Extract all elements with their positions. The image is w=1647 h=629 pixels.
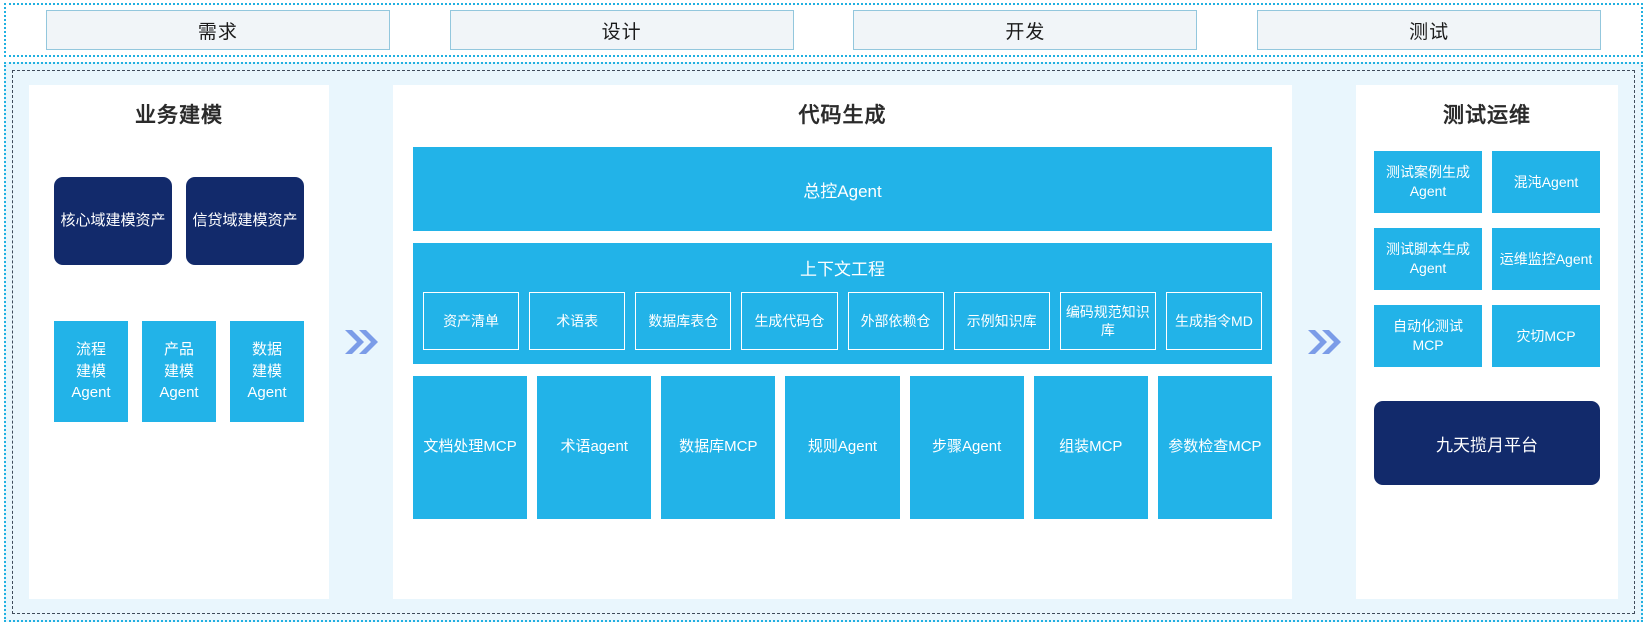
tool-card-step-agent[interactable]: 步骤Agent: [909, 376, 1024, 519]
context-box-asset-inventory[interactable]: 资产清单: [423, 292, 520, 350]
context-engineering-block: 上下文工程 资产清单 术语表 数据库表仓 生成代码仓 外部依赖仓 示例知识库 编…: [413, 243, 1272, 364]
phase-box-development[interactable]: 开发: [853, 10, 1198, 50]
context-box-external-dependency-repo[interactable]: 外部依赖仓: [847, 292, 944, 350]
panel-code-generation: 代码生成 总控Agent 上下文工程 资产清单 术语表 数据库表仓 生成代码仓 …: [393, 85, 1292, 599]
panel-test-operations: 测试运维 测试案例生成Agent 混沌Agent 测试脚本生成Agent 运维监…: [1356, 85, 1618, 599]
context-engineering-title: 上下文工程: [800, 260, 885, 279]
context-box-db-table-repo[interactable]: 数据库表仓: [635, 292, 732, 350]
tool-card-document-processing-mcp[interactable]: 文档处理MCP: [413, 376, 528, 519]
phase-box-requirements[interactable]: 需求: [45, 10, 390, 50]
card-automated-test-mcp[interactable]: 自动化测试MCP: [1374, 305, 1482, 367]
context-box-glossary[interactable]: 术语表: [529, 292, 626, 350]
panel-title-code-generation: 代码生成: [798, 104, 887, 127]
double-chevron-right-icon: [345, 330, 378, 354]
arrow-connector-left: [329, 85, 393, 599]
tool-card-database-mcp[interactable]: 数据库MCP: [661, 376, 776, 519]
platform-card-jiutian-lanyue[interactable]: 九天揽月平台: [1374, 401, 1600, 485]
code-generation-tool-row: 文档处理MCP 术语agent 数据库MCP 规则Agent 步骤Agent 组…: [413, 376, 1272, 519]
main-diagram-inner: 业务建模 核心域建模资产 信贷域建模资产 流程 建模 Agent 产品 建模 A…: [12, 70, 1635, 614]
card-chaos-agent[interactable]: 混沌Agent: [1492, 151, 1600, 213]
panel-business-modeling: 业务建模 核心域建模资产 信贷域建模资产 流程 建模 Agent 产品 建模 A…: [29, 85, 329, 599]
main-diagram-area: 业务建模 核心域建模资产 信贷域建模资产 流程 建模 Agent 产品 建模 A…: [4, 62, 1643, 622]
phase-slot-requirements: 需求: [16, 10, 420, 50]
card-ops-monitoring-agent[interactable]: 运维监控Agent: [1492, 228, 1600, 290]
card-disaster-switch-mcp[interactable]: 灾切MCP: [1492, 305, 1600, 367]
panel-title-business-modeling: 业务建模: [135, 104, 223, 127]
phase-box-design[interactable]: 设计: [449, 10, 794, 50]
context-engineering-row: 资产清单 术语表 数据库表仓 生成代码仓 外部依赖仓 示例知识库 编码规范知识库…: [423, 292, 1262, 350]
agent-card-data-modeling[interactable]: 数据 建模 Agent: [230, 321, 304, 422]
phase-slot-testing: 测试: [1227, 10, 1631, 50]
code-generation-body: 总控Agent 上下文工程 资产清单 术语表 数据库表仓 生成代码仓 外部依赖仓…: [393, 147, 1292, 533]
tool-card-parameter-check-mcp[interactable]: 参数检查MCP: [1157, 376, 1272, 519]
panel-title-test-operations: 测试运维: [1443, 104, 1531, 127]
tool-card-assembly-mcp[interactable]: 组装MCP: [1033, 376, 1148, 519]
context-box-coding-standard-knowledge-base[interactable]: 编码规范知识库: [1059, 292, 1156, 350]
phase-box-testing[interactable]: 测试: [1257, 10, 1602, 50]
business-agent-group: 流程 建模 Agent 产品 建模 Agent 数据 建模 Agent: [54, 321, 304, 422]
context-box-generated-code-repo[interactable]: 生成代码仓: [741, 292, 838, 350]
context-box-generation-instruction-md[interactable]: 生成指令MD: [1165, 292, 1262, 350]
phase-slot-design: 设计: [420, 10, 824, 50]
test-operations-card-grid: 测试案例生成Agent 混沌Agent 测试脚本生成Agent 运维监控Agen…: [1374, 151, 1600, 367]
master-control-agent-bar[interactable]: 总控Agent: [413, 147, 1272, 231]
double-chevron-right-icon: [1308, 330, 1341, 354]
business-asset-group: 核心域建模资产 信贷域建模资产: [54, 177, 304, 265]
card-test-case-generation-agent[interactable]: 测试案例生成Agent: [1374, 151, 1482, 213]
phase-slot-development: 开发: [824, 10, 1228, 50]
agent-card-product-modeling[interactable]: 产品 建模 Agent: [142, 321, 216, 422]
agent-card-process-modeling[interactable]: 流程 建模 Agent: [54, 321, 128, 422]
card-test-script-generation-agent[interactable]: 测试脚本生成Agent: [1374, 228, 1482, 290]
tool-card-glossary-agent[interactable]: 术语agent: [537, 376, 652, 519]
tool-card-rule-agent[interactable]: 规则Agent: [785, 376, 900, 519]
asset-card-core-domain[interactable]: 核心域建模资产: [54, 177, 172, 265]
phase-strip: 需求 设计 开发 测试: [4, 3, 1643, 57]
asset-card-credit-domain[interactable]: 信贷域建模资产: [186, 177, 304, 265]
arrow-connector-right: [1292, 85, 1356, 599]
context-box-example-knowledge-base[interactable]: 示例知识库: [953, 292, 1050, 350]
